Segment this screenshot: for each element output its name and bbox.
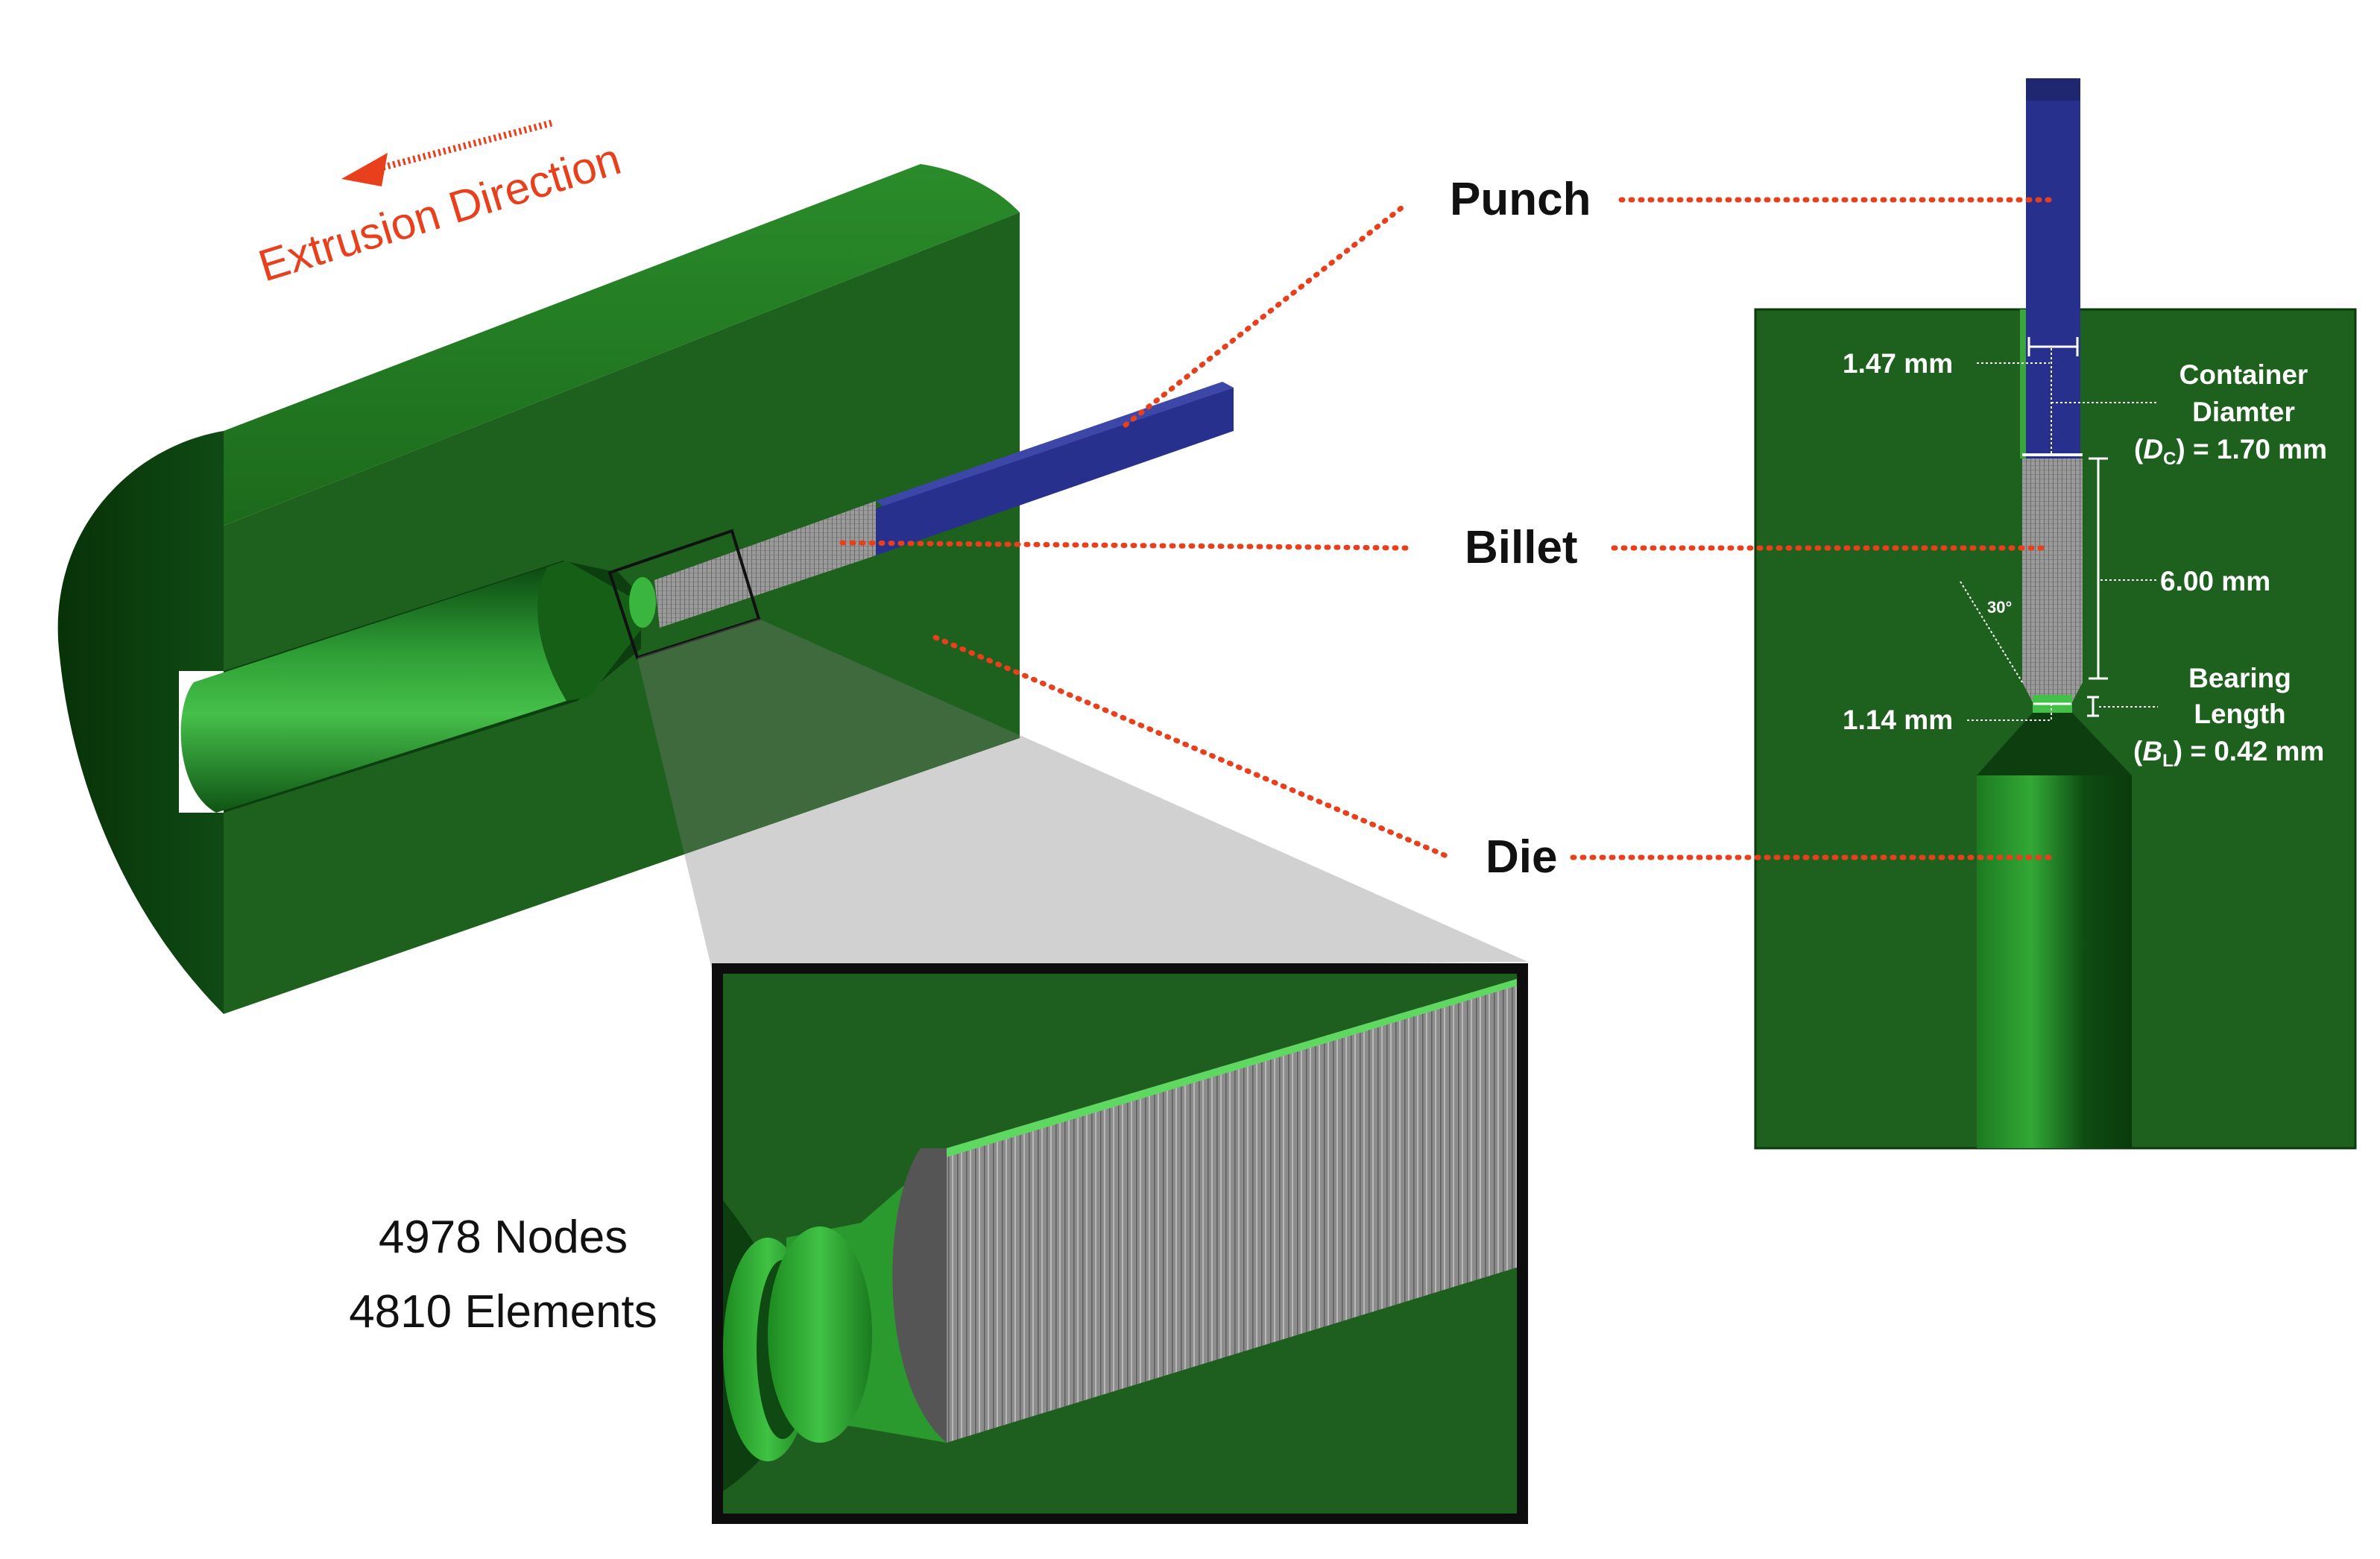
die-bearing-ring xyxy=(629,577,656,628)
dimension-lines xyxy=(1960,337,2158,721)
punch-section xyxy=(2026,78,2080,459)
inset-billet-mesh xyxy=(947,979,1517,1443)
billet-section xyxy=(2022,459,2083,682)
container-label-line1: Container xyxy=(2179,359,2308,390)
container-value-label: (DC) = 1.70 mm xyxy=(2134,434,2327,469)
zoom-region-box xyxy=(607,529,761,660)
bearing-label-line1: Bearing xyxy=(2188,663,2291,693)
billet-label: Billet xyxy=(1465,522,1578,573)
bearing-label-line2: Length xyxy=(2194,699,2285,729)
mesh-zoom-inset xyxy=(712,963,1528,1524)
extrusion-direction-arrow: Extrusion Direction xyxy=(253,119,626,291)
die-angle-label: 30° xyxy=(1987,598,2012,617)
billet-3d xyxy=(654,501,876,628)
leader-lines xyxy=(839,197,2057,860)
extrusion-direction-label: Extrusion Direction xyxy=(253,133,626,291)
zoom-projection xyxy=(637,619,1528,969)
bearing-width-label: 1.14 mm xyxy=(1843,705,1953,735)
die-section-view xyxy=(1754,78,2357,1150)
inset-bearing-ring xyxy=(768,1226,872,1443)
punch-label: Punch xyxy=(1450,174,1591,225)
die-label: Die xyxy=(1486,831,1557,883)
billet-length-label: 6.00 mm xyxy=(2160,566,2270,596)
inset-billet-top xyxy=(947,979,1517,1157)
die-cone-surface xyxy=(537,561,652,701)
die-curved-face xyxy=(57,431,224,1014)
mesh-elements-label: 4810 Elements xyxy=(349,1286,657,1338)
punch-width-label: 1.47 mm xyxy=(1843,348,1953,379)
exit-bore-section xyxy=(1977,775,2132,1148)
punch-3d-front xyxy=(876,388,1234,555)
die-bore-surface xyxy=(180,567,566,813)
bearing-value-label: (BL) = 0.42 mm xyxy=(2133,736,2324,771)
arrow-head-icon xyxy=(341,153,388,186)
container-label-line2: Diamter xyxy=(2192,397,2295,427)
mesh-nodes-label: 4978 Nodes xyxy=(379,1212,628,1263)
die-top-face xyxy=(224,164,1020,526)
